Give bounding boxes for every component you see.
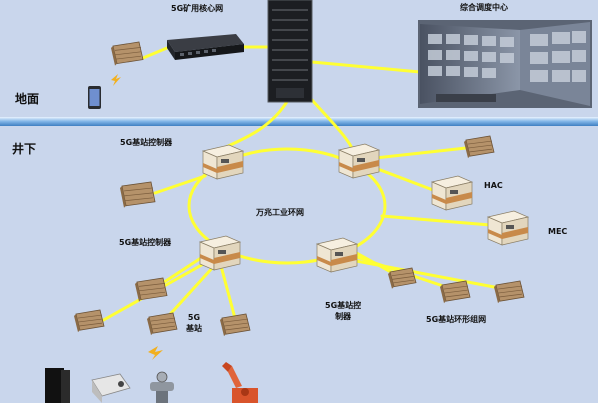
base-station-label: 5G 基站	[186, 313, 202, 333]
surface-label: 地面	[15, 92, 40, 106]
antenna-unit-icon	[464, 135, 495, 159]
valve-sensor-icon	[150, 371, 174, 403]
antenna-unit-icon	[440, 280, 471, 304]
controller-label-b: 5G基站控制器	[119, 238, 172, 247]
ring-network-label: 万兆工业环网	[256, 208, 304, 217]
robot-arm-icon	[222, 362, 258, 403]
antenna-unit-icon	[74, 309, 105, 333]
phone-icon	[88, 86, 101, 109]
base-station-controller-icon	[337, 143, 381, 179]
dispatch-center-video-wall	[418, 20, 592, 108]
antenna-unit-icon	[220, 313, 251, 337]
hac-label: HAC	[484, 181, 503, 190]
camera-icon	[91, 373, 131, 403]
base-station-controller-icon	[315, 237, 359, 273]
wireless-signal-icon	[148, 346, 163, 360]
controller-label-c: 5G基站控 制器	[325, 301, 362, 321]
core-server-rack	[267, 0, 313, 103]
controller-label-a: 5G基站控制器	[120, 138, 173, 147]
antenna-unit-icon	[120, 181, 156, 208]
bottom-equipment	[45, 362, 258, 403]
antenna-unit-icon	[494, 280, 525, 304]
dispatch-center-label: 综合调度中心	[460, 3, 508, 12]
core-network-label: 5G矿用核心网	[171, 4, 224, 13]
mec-label: MEC	[548, 227, 568, 236]
antenna-unit-icon	[135, 277, 168, 302]
base-station-controller-icon	[201, 144, 245, 180]
network-switch	[167, 34, 244, 60]
base-station-controller-icon	[486, 210, 530, 246]
base-station-controller-icon	[430, 175, 474, 211]
antenna-units	[74, 41, 525, 337]
pc-tower-icon	[45, 368, 70, 403]
underground-label: 井下	[12, 142, 37, 156]
antenna-unit-icon	[111, 41, 144, 66]
wireless-signal-icon	[111, 74, 121, 86]
controller-units	[198, 143, 530, 273]
base-station-controller-icon	[198, 235, 242, 271]
ground-divider	[0, 117, 598, 126]
antenna-unit-icon	[388, 267, 417, 289]
ring-group-label: 5G基站环形组网	[426, 315, 487, 324]
antenna-unit-icon	[147, 312, 178, 336]
